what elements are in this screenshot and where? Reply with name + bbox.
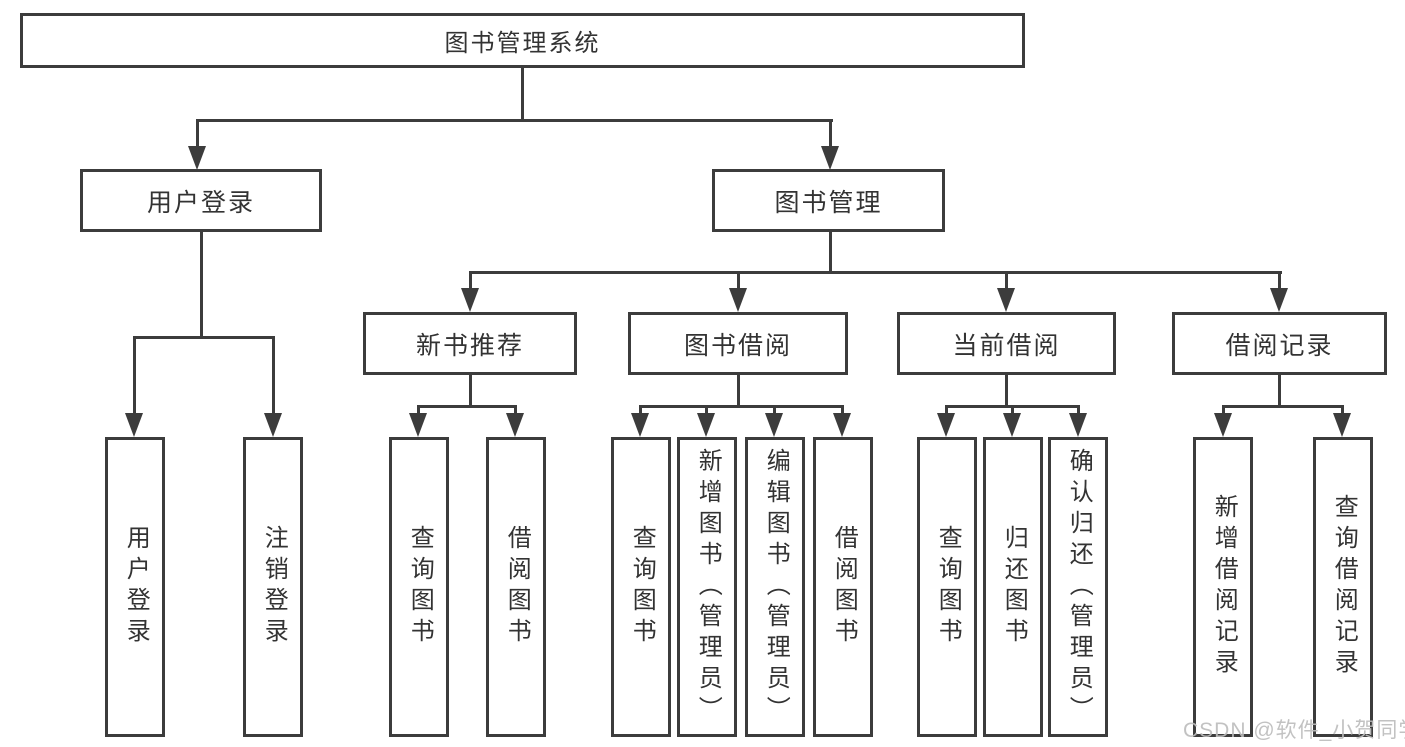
connector <box>196 119 833 122</box>
connector <box>521 68 524 120</box>
node-book-management-label: 图书管理 <box>774 188 883 217</box>
connector <box>469 375 472 408</box>
connector <box>200 232 203 339</box>
leaf-label: 归还图书 <box>1000 525 1028 649</box>
connector <box>469 271 1282 274</box>
leaf-label: 新增图书（管理员） <box>694 447 722 727</box>
node-root-system: 图书管理系统 <box>20 13 1025 68</box>
connector <box>841 405 844 417</box>
node-user-login-label: 用户登录 <box>146 188 255 217</box>
connector <box>639 405 843 408</box>
leaf-borrow-books-recommend: 借阅图书 <box>486 437 546 737</box>
connector <box>829 232 832 274</box>
connector <box>737 271 740 291</box>
node-user-login: 用户登录 <box>80 169 322 232</box>
connector <box>1222 405 1225 417</box>
leaf-edit-books-admin: 编辑图书（管理员） <box>745 437 805 737</box>
leaf-add-borrow-record: 新增借阅记录 <box>1193 437 1253 737</box>
leaf-label: 查询图书 <box>406 525 434 649</box>
leaf-query-books-current: 查询图书 <box>917 437 977 737</box>
leaf-label: 新增借阅记录 <box>1210 494 1238 680</box>
arrow-down-icon <box>833 413 851 437</box>
arrow-down-icon <box>631 413 649 437</box>
node-root-label: 图书管理系统 <box>444 30 601 57</box>
leaf-label: 借阅图书 <box>830 525 858 649</box>
arrow-down-icon <box>1214 413 1232 437</box>
arrow-down-icon <box>821 146 839 170</box>
leaf-query-borrow-record: 查询借阅记录 <box>1313 437 1373 737</box>
leaf-logout: 注销登录 <box>243 437 303 737</box>
leaf-label: 查询图书 <box>628 525 656 649</box>
node-current-borrow: 当前借阅 <box>897 312 1116 375</box>
leaf-label: 确认归还（管理员） <box>1065 447 1093 727</box>
leaf-add-books-admin: 新增图书（管理员） <box>677 437 737 737</box>
connector <box>272 336 275 416</box>
connector <box>829 119 832 149</box>
arrow-down-icon <box>125 413 143 437</box>
node-book-borrow-label: 图书借阅 <box>683 331 792 360</box>
leaf-user-login: 用户登录 <box>105 437 165 737</box>
connector <box>469 271 472 291</box>
leaf-confirm-return-admin: 确认归还（管理员） <box>1048 437 1108 737</box>
connector <box>1077 405 1080 417</box>
node-new-book-recommend-label: 新书推荐 <box>415 331 524 360</box>
arrow-down-icon <box>1333 413 1351 437</box>
connector <box>1341 405 1344 417</box>
connector <box>945 405 948 417</box>
leaf-label: 借阅图书 <box>503 525 531 649</box>
node-current-borrow-label: 当前借阅 <box>952 331 1061 360</box>
node-borrow-records: 借阅记录 <box>1172 312 1387 375</box>
connector <box>514 405 517 417</box>
arrow-down-icon <box>1003 413 1021 437</box>
connector <box>639 405 642 417</box>
leaf-query-books-recommend: 查询图书 <box>389 437 449 737</box>
connector <box>196 119 199 149</box>
leaf-return-books: 归还图书 <box>983 437 1043 737</box>
arrow-down-icon <box>409 413 427 437</box>
leaf-label: 编辑图书（管理员） <box>762 447 790 727</box>
leaf-label: 注销登录 <box>260 525 288 649</box>
arrow-down-icon <box>997 288 1015 312</box>
node-new-book-recommend: 新书推荐 <box>363 312 577 375</box>
connector <box>1011 405 1014 417</box>
leaf-label: 查询图书 <box>934 525 962 649</box>
arrow-down-icon <box>729 288 747 312</box>
node-borrow-records-label: 借阅记录 <box>1225 331 1334 360</box>
connector <box>133 336 136 416</box>
arrow-down-icon <box>188 146 206 170</box>
connector <box>417 405 517 408</box>
leaf-label: 用户登录 <box>122 525 150 649</box>
arrow-down-icon <box>937 413 955 437</box>
arrow-down-icon <box>1270 288 1288 312</box>
leaf-label: 查询借阅记录 <box>1330 494 1358 680</box>
node-book-borrow: 图书借阅 <box>628 312 848 375</box>
connector <box>133 336 275 339</box>
connector <box>1278 375 1281 408</box>
connector <box>1278 271 1281 291</box>
leaf-borrow-books: 借阅图书 <box>813 437 873 737</box>
connector <box>737 375 740 408</box>
connector <box>1005 271 1008 291</box>
arrow-down-icon <box>461 288 479 312</box>
arrow-down-icon <box>264 413 282 437</box>
arrow-down-icon <box>506 413 524 437</box>
arrow-down-icon <box>765 413 783 437</box>
leaf-query-books-borrow: 查询图书 <box>611 437 671 737</box>
connector <box>1005 375 1008 408</box>
arrow-down-icon <box>1069 413 1087 437</box>
connector <box>417 405 420 417</box>
connector <box>1222 405 1344 408</box>
arrow-down-icon <box>697 413 715 437</box>
watermark-text: CSDN @软件_小贺同学 <box>1183 719 1405 742</box>
node-book-management: 图书管理 <box>712 169 945 232</box>
connector <box>773 405 776 417</box>
connector <box>705 405 708 417</box>
